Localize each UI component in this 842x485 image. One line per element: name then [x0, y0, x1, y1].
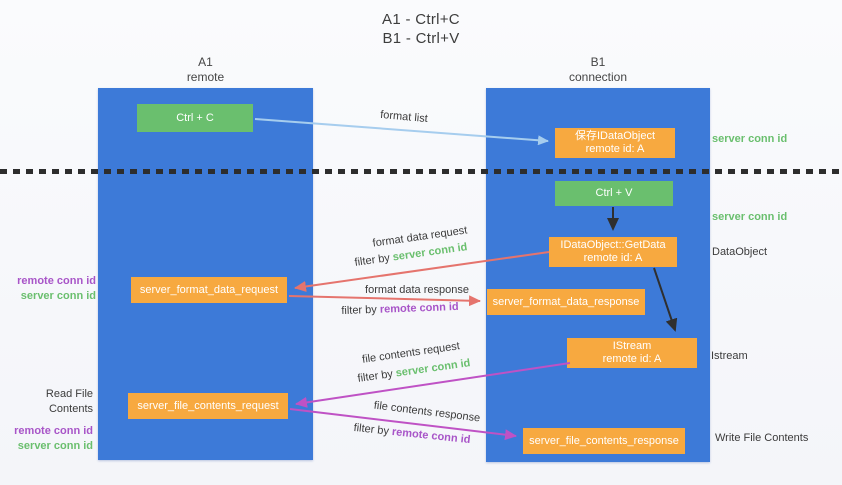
node-istream-line2: remote id: A [602, 353, 662, 365]
left-server-conn-id-bottom: server conn id [17, 440, 93, 452]
node-istream-line1: IStream [612, 340, 652, 352]
node-file-request-label: server_file_contents_request [137, 399, 279, 412]
lane-a1-name: A1 [198, 55, 213, 69]
right-dataobject-label: DataObject [712, 246, 768, 258]
filter-by-remote-conn-id-label-2: filter by remote conn id [337, 420, 487, 448]
lane-a1-subtitle: remote [186, 70, 225, 84]
node-server-file-contents-request: server_file_contents_request [128, 393, 288, 419]
left-labels-bottom: Read File Contents remote conn id server… [0, 387, 93, 454]
left-server-conn-id-top: server conn id [20, 290, 96, 302]
node-getdata-line2: remote id: A [583, 252, 643, 264]
file-contents-response-label: file contents response [373, 399, 481, 425]
node-server-format-data-request: server_format_data_request [131, 277, 287, 303]
format-data-response-label: format data response [365, 284, 469, 296]
lane-header-b1: B1 connection [486, 55, 710, 85]
dashed-divider [0, 169, 842, 174]
lane-b1-name: B1 [590, 55, 606, 69]
filter-by-remote-conn-id-label-1: filter by remote conn id [325, 300, 475, 317]
node-ctrl-v-label: Ctrl + V [595, 187, 633, 199]
title-line-1: A1 - Ctrl+C [382, 11, 460, 28]
node-idataobject-getdata: IDataObject::GetData remote id: A [549, 237, 677, 267]
filter-by-text: filter by [353, 251, 394, 269]
node-getdata-line1: IDataObject::GetData [560, 239, 666, 251]
format-list-label: format list [379, 108, 429, 126]
remote-conn-id-text: remote conn id [379, 300, 459, 316]
lane-header-a1: A1 remote [98, 55, 313, 85]
node-ctrl-c-label: Ctrl + C [176, 111, 214, 124]
node-server-file-contents-response: server_file_contents_response [523, 428, 685, 454]
remote-conn-id-text: remote conn id [391, 425, 471, 447]
node-format-response-label: server_format_data_response [492, 295, 640, 308]
server-conn-id-text: server conn id [394, 357, 472, 380]
filter-by-text: filter by [341, 303, 381, 318]
left-remote-conn-id-bottom: remote conn id [14, 425, 93, 437]
node-format-request-label: server_format_data_request [139, 283, 279, 296]
diagram-title: A1 - Ctrl+C B1 - Ctrl+V [0, 10, 842, 48]
node-save-idataobject: 保存IDataObject remote id: A [555, 128, 675, 158]
right-istream-label: Istream [711, 350, 748, 362]
node-save-line2: remote id: A [585, 143, 645, 155]
node-ctrl-c: Ctrl + C [137, 104, 253, 132]
node-istream: IStream remote id: A [567, 338, 697, 368]
filter-by-text: filter by [356, 367, 397, 385]
node-save-line1: 保存IDataObject [574, 130, 656, 142]
write-file-contents-label: Write File Contents [715, 432, 809, 444]
right-server-conn-id-mid: server conn id [712, 211, 788, 223]
filter-by-text: filter by [353, 421, 393, 438]
right-server-conn-id-top: server conn id [712, 133, 788, 145]
left-remote-conn-id-top: remote conn id [17, 275, 96, 287]
node-ctrl-v: Ctrl + V [555, 181, 673, 206]
left-conn-id-labels-top: remote conn id server conn id [0, 274, 96, 304]
node-server-format-data-response: server_format_data_response [487, 289, 645, 315]
node-file-response-label: server_file_contents_response [529, 434, 679, 447]
title-line-2: B1 - Ctrl+V [382, 30, 460, 47]
read-file-contents-label: Read File Contents [45, 388, 93, 415]
lane-b1-subtitle: connection [568, 70, 628, 84]
